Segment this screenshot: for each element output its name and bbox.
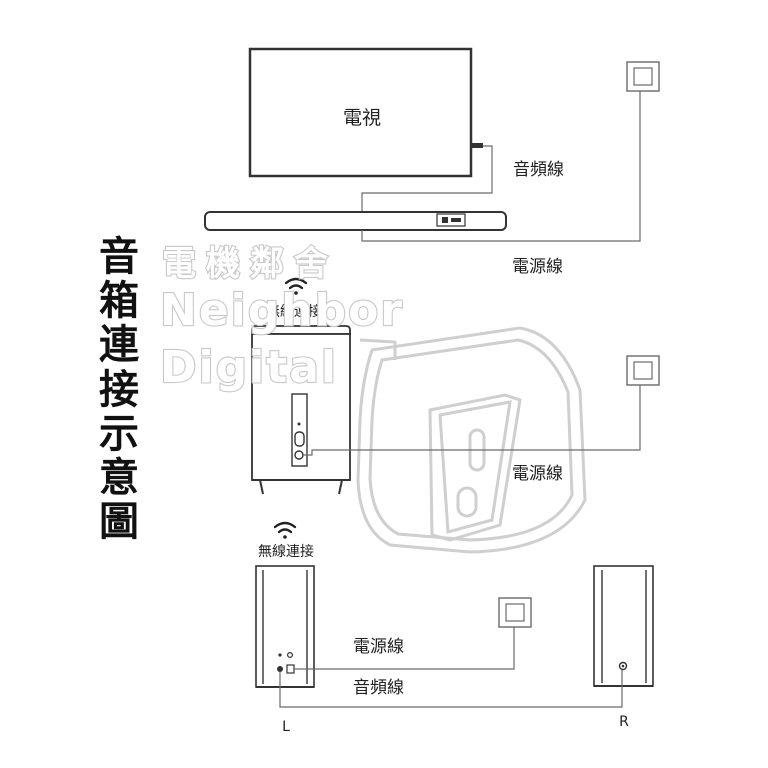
audio-cable-bottom [279, 670, 623, 708]
watermark-chinese: 電機鄰舍 [162, 244, 338, 284]
wall-outlet-inner-icon [633, 67, 653, 86]
left-speaker-port-2 [287, 651, 294, 658]
watermark: 電機鄰舍 Neighbor Digital [159, 243, 404, 394]
left-speaker-port-1 [278, 653, 282, 657]
soundbar-port-2 [451, 218, 461, 222]
wall-outlet-bottom-inner-icon [505, 603, 525, 622]
watermark-plug-icon [356, 326, 587, 554]
title-char-3: 連 [99, 322, 140, 368]
diagram-title: 音 箱 連 接 示 意 圖 [99, 234, 140, 545]
title-char-1: 音 [99, 234, 139, 280]
subwoofer-led [297, 422, 301, 426]
left-speaker-audio-port [277, 666, 283, 672]
power-cable-sub [303, 385, 641, 456]
subwoofer-foot-right [338, 479, 343, 495]
subwoofer-foot-left [259, 479, 264, 495]
title-char-7: 圖 [99, 499, 139, 545]
power-cable-sub-label: 電源線 [512, 464, 563, 484]
title-char-6: 意 [99, 455, 139, 501]
audio-cable-bottom-label: 音頻線 [353, 678, 404, 698]
tv-label: 電視 [343, 107, 381, 129]
wall-outlet-bottom-icon [498, 597, 532, 628]
soundbar-port [442, 217, 448, 223]
wifi-speakers-icon [273, 521, 297, 539]
power-cable-bottom [294, 627, 515, 670]
power-cable-bottom-label: 電源線 [353, 637, 404, 657]
audio-cable-top-label: 音頻線 [513, 160, 564, 180]
wall-outlet-sub-icon [626, 355, 660, 386]
wall-outlet-sub-inner-icon [633, 361, 653, 380]
right-speaker-audio-port [618, 661, 628, 671]
power-cable-top [361, 91, 641, 242]
title-char-2: 箱 [99, 278, 139, 324]
soundbar [204, 211, 507, 231]
left-speaker [255, 565, 315, 688]
wireless-sub-label: 無線連接 [266, 303, 322, 320]
left-speaker-label: L [282, 719, 290, 735]
wireless-speakers-label: 無線連接 [258, 543, 314, 560]
wall-outlet-icon [626, 61, 660, 92]
watermark-line2: Digital [160, 342, 338, 393]
title-char-5: 示 [99, 411, 139, 457]
tv-audio-port [471, 143, 483, 148]
subwoofer-button [294, 431, 305, 447]
power-cable-top-label: 電源線 [512, 257, 563, 277]
title-char-4: 接 [99, 367, 139, 413]
wifi-icon [284, 277, 308, 295]
watermark-line1: Neighbor [160, 285, 404, 336]
tv-screen [248, 47, 473, 178]
right-speaker-label: R [619, 714, 629, 730]
right-speaker [593, 565, 654, 687]
subwoofer-panel [291, 393, 308, 467]
audio-cable-top [361, 145, 493, 212]
